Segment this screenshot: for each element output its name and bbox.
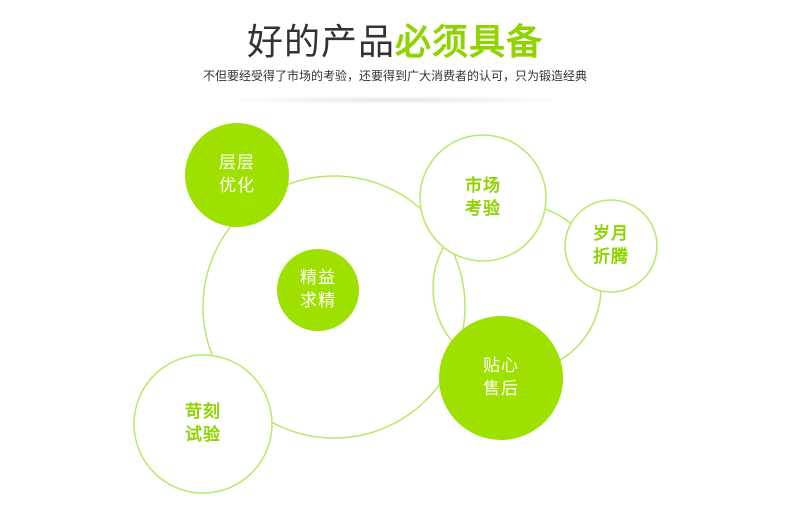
- label-time-test-line1: 岁月: [593, 224, 629, 244]
- label-refine-line2: 求精: [300, 291, 336, 311]
- label-optimize: 层层 优化: [187, 125, 287, 225]
- label-market-test: 市场 考验: [423, 138, 543, 258]
- headline-plain: 好的产品: [246, 22, 395, 63]
- label-strict-test-line2: 试验: [185, 425, 221, 445]
- label-market-test-line2: 考验: [465, 199, 501, 219]
- label-refine: 精益 求精: [278, 250, 358, 330]
- label-aftersales-line2: 售后: [483, 379, 519, 399]
- label-optimize-line2: 优化: [219, 176, 255, 196]
- label-refine-line1: 精益: [300, 268, 336, 288]
- label-strict-test: 苛刻 试验: [143, 364, 263, 484]
- label-aftersales: 贴心 售后: [441, 318, 561, 438]
- label-aftersales-line1: 贴心: [483, 356, 519, 376]
- label-market-test-line1: 市场: [465, 176, 501, 196]
- bubble-aftersales: [439, 316, 563, 440]
- bubble-time-test: [564, 199, 658, 293]
- label-time-test: 岁月 折腾: [566, 201, 656, 291]
- bubble-strict-test: [133, 354, 273, 494]
- headline: 好的产品必须具备: [0, 20, 790, 66]
- bubble-refine: [277, 249, 359, 331]
- bubble-market-test: [419, 134, 547, 262]
- main-ring: [202, 175, 466, 439]
- headline-accent: 必须具备: [395, 22, 544, 63]
- subtitle: 不但要经受得了市场的考验，还要得到广大消费者的认可，只为锻造经典: [202, 69, 587, 83]
- label-optimize-line1: 层层: [219, 153, 255, 173]
- bubble-optimize: [185, 123, 289, 227]
- divider-shadow: [225, 96, 565, 104]
- label-strict-test-line1: 苛刻: [185, 402, 221, 422]
- label-time-test-line2: 折腾: [593, 247, 629, 267]
